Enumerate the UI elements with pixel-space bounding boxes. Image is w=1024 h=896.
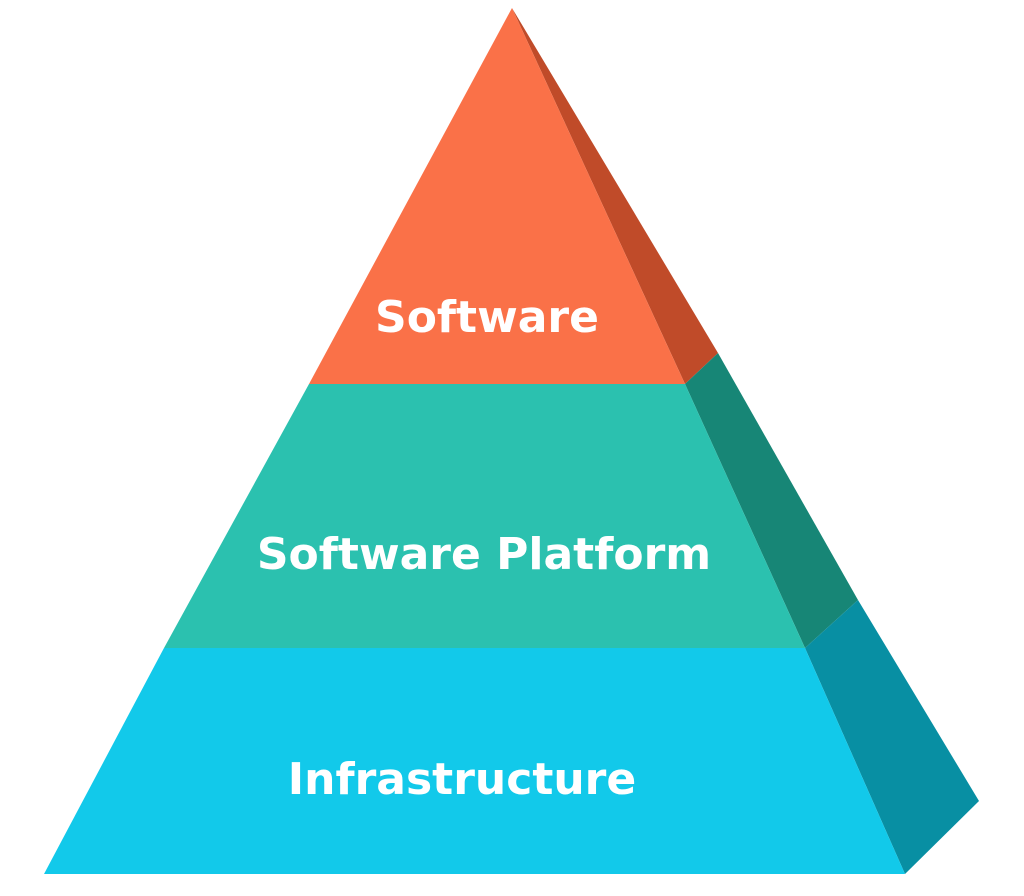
- infrastructure-layer-side: [805, 600, 979, 874]
- software-platform-layer: [164, 384, 805, 648]
- software-layer-side: [512, 8, 718, 384]
- software-platform-layer-label: Software Platform: [257, 529, 711, 580]
- software-layer: [309, 8, 685, 384]
- infrastructure-layer: [44, 648, 905, 874]
- software-platform-layer-side: [685, 353, 858, 648]
- software-layer-label: Software: [375, 292, 599, 343]
- infrastructure-layer-label: Infrastructure: [288, 754, 636, 805]
